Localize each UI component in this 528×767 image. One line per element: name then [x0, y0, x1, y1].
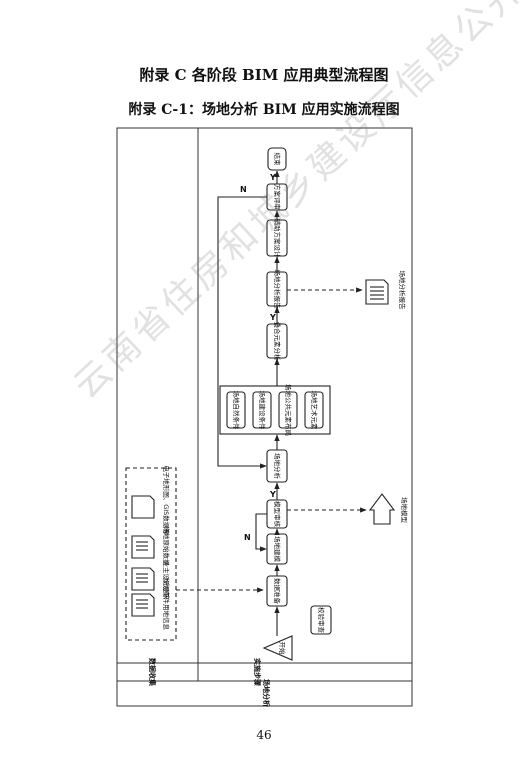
step-report: 场地分析报告 — [266, 270, 288, 310]
svg-text:辅助方案设计: 辅助方案设计 — [273, 219, 282, 259]
sub-step-1: 场地自然条件 — [226, 391, 246, 431]
evaluate-yes-label: Y — [269, 173, 276, 182]
document-icon — [131, 593, 155, 617]
doc-label-1: 规划条件用地信息 — [162, 578, 171, 631]
document-icon — [131, 495, 155, 519]
svg-text:数据准备: 数据准备 — [273, 578, 282, 605]
overlay-yes-label: Y — [269, 313, 276, 322]
step-model-review: 模型审核 — [266, 499, 288, 529]
step-end: 结束 — [267, 147, 287, 171]
svg-text:结束: 结束 — [273, 153, 282, 167]
data-collection-group — [125, 467, 177, 641]
stage-label: 场地分析 — [262, 679, 271, 707]
sub-step-3: 场地公共元素布局 — [278, 384, 298, 436]
qa-label: 校验审查 — [317, 607, 326, 634]
arrow-evaluate-no-loop — [217, 196, 267, 469]
page-subtitle: 附录 C-1：场地分析 BIM 应用实施流程图 — [128, 102, 400, 118]
page-title: 附录 C 各阶段 BIM 应用典型流程图 — [139, 66, 389, 84]
svg-text:场地自然条件: 场地自然条件 — [232, 391, 241, 431]
review-no-label: N — [244, 533, 251, 542]
document-icon — [131, 535, 155, 559]
svg-text:场地分析报告: 场地分析报告 — [273, 270, 282, 310]
arrow-review-no-loop — [255, 513, 267, 552]
sub-step-2: 场地建设条件 — [252, 391, 272, 431]
doc-label-2: 业主设计要求 — [162, 561, 171, 601]
sub-step-4: 场地艺术元素 — [304, 391, 324, 431]
report-document-icon — [365, 279, 389, 305]
page-number: 46 — [256, 728, 272, 742]
svg-text:场地建模: 场地建模 — [273, 536, 282, 563]
svg-text:场地建设条件: 场地建设条件 — [258, 391, 267, 431]
svg-text:模型审核: 模型审核 — [273, 501, 282, 528]
review-yes-label: Y — [269, 490, 276, 499]
evaluate-no-label: N — [240, 185, 247, 194]
step-overlay-analysis: 叠合元素分析 — [266, 322, 288, 362]
site-model-label: 场地模型 — [400, 497, 409, 524]
start-label: 开始 — [278, 642, 287, 656]
start-triangle — [262, 635, 293, 661]
svg-text:叠合元素分析: 叠合元素分析 — [273, 322, 282, 362]
step-site-analysis: 场地分析 — [266, 449, 288, 483]
lane-label-implement: 实施步骤 — [253, 658, 262, 686]
lane-label-data: 数据收集 — [148, 658, 157, 687]
step-build-model: 场地建模 — [266, 533, 288, 565]
doc-label-3: 场地原始数据 — [162, 527, 171, 567]
step-data-prep: 数据准备 — [266, 575, 288, 607]
doc-label-4: 电子地形图、GIS数据等 — [162, 465, 171, 535]
svg-text:场地公共元素布局: 场地公共元素布局 — [284, 384, 293, 436]
document-icon — [131, 567, 155, 591]
qa-box — [310, 605, 332, 635]
site-report-label: 场地分析报告 — [398, 271, 407, 311]
step-design: 辅助方案设计 — [266, 219, 288, 259]
svg-text:场地艺术元素: 场地艺术元素 — [310, 391, 319, 431]
step-evaluate: 方案评审 — [266, 183, 288, 211]
diagram-frame — [116, 127, 413, 707]
svg-text:方案评审: 方案评审 — [273, 184, 282, 210]
svg-text:场地分析: 场地分析 — [273, 453, 282, 480]
house-icon — [368, 493, 396, 525]
